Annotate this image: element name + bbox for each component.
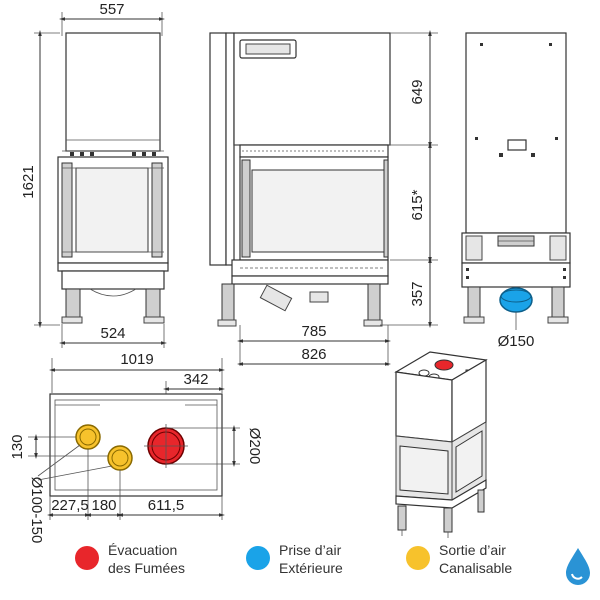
top-view: 1019 342 130 Ø200 Ø100-150 — [9, 351, 263, 543]
legend-item-smoke: Évacuation des Fumées — [75, 542, 185, 576]
legend: Évacuation des Fumées Prise d’air Extéri… — [75, 542, 512, 576]
dim-x1: 227,5 — [51, 497, 89, 514]
legend-yellow-dot — [406, 546, 430, 570]
legend-intake-line2: Extérieure — [279, 560, 343, 576]
legend-outlet-line2: Canalisable — [439, 560, 512, 576]
dim-top-width: 1019 — [120, 351, 153, 368]
legend-red-dot — [75, 546, 99, 570]
dim-outlet-diameter: Ø150 — [498, 333, 535, 350]
side-view: 649 615* 357 785 826 — [209, 30, 438, 366]
dim-flue-diameter: Ø200 — [246, 428, 263, 465]
legend-intake-line1: Prise d’air — [279, 542, 342, 558]
dim-upper-height: 649 — [409, 79, 426, 104]
isometric-view — [394, 351, 488, 538]
dim-x2: 180 — [91, 497, 116, 514]
legend-smoke-line1: Évacuation — [108, 542, 177, 558]
legend-smoke-line2: des Fumées — [108, 560, 185, 576]
dim-pipe-diameter: Ø100-150 — [28, 477, 45, 544]
dim-window-height: 615* — [409, 189, 426, 220]
legend-outlet-line1: Sortie d’air — [439, 542, 506, 558]
legend-item-air-outlet: Sortie d’air Canalisable — [406, 542, 512, 576]
dim-total-width: 826 — [301, 346, 326, 363]
dim-base-width: 524 — [100, 325, 125, 342]
iso-flue — [434, 359, 454, 371]
front-view: 557 1621 524 — [20, 1, 169, 348]
dim-base-height: 357 — [409, 281, 426, 306]
dim-x3: 611,5 — [148, 497, 184, 514]
legend-blue-dot — [246, 546, 270, 570]
back-view: Ø150 — [461, 32, 571, 350]
dim-top-offset: 342 — [183, 371, 208, 388]
dim-total-height: 1621 — [20, 165, 37, 198]
dim-window-width: 785 — [301, 323, 326, 340]
legend-item-air-intake: Prise d’air Extérieure — [246, 542, 343, 576]
water-drop-logo-icon — [566, 548, 590, 585]
dim-front-width: 557 — [99, 1, 124, 18]
dim-side-offset: 130 — [9, 434, 26, 459]
